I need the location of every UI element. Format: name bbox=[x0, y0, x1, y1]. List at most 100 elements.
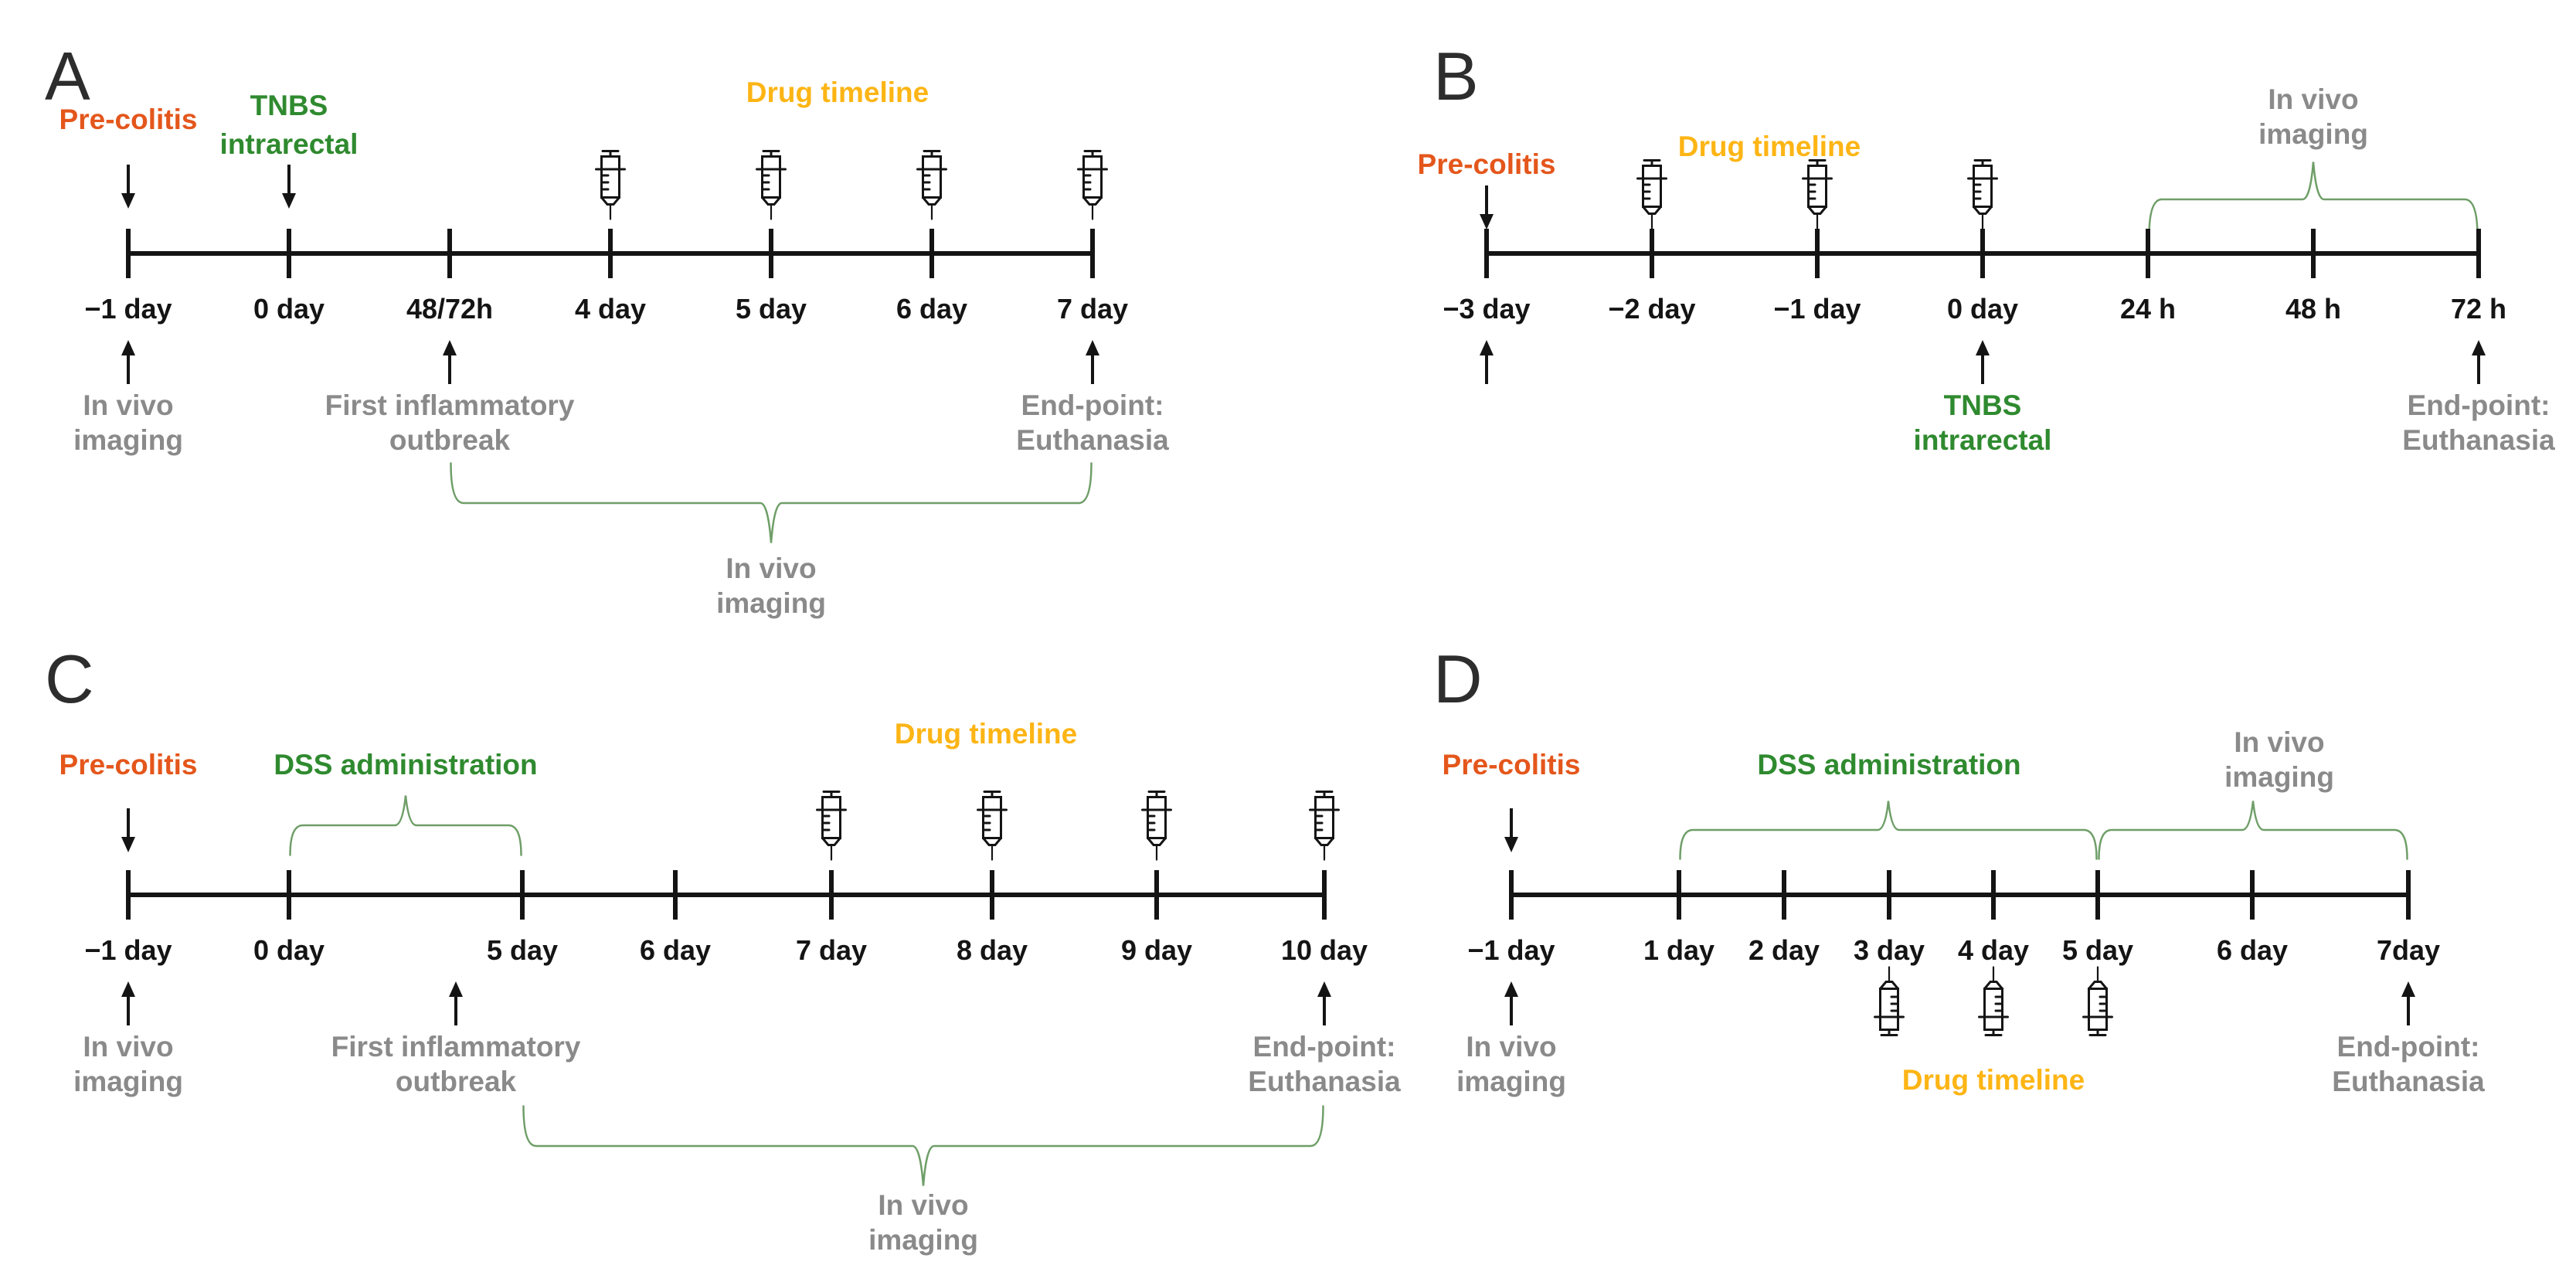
in-vivo-imaging-label: In vivo imaging bbox=[73, 388, 183, 457]
arrow-up-icon bbox=[440, 340, 459, 384]
in-vivo-line1: In vivo bbox=[878, 1189, 969, 1221]
pre-colitis-label: Pre-colitis bbox=[59, 104, 198, 135]
endpoint-line2: Euthanasia bbox=[1248, 1066, 1401, 1097]
timeline-tick bbox=[520, 870, 525, 920]
tick-label: 24 h bbox=[2119, 293, 2177, 325]
timeline-tick bbox=[2095, 870, 2100, 920]
timeline-tick bbox=[829, 870, 834, 920]
timeline-tick bbox=[1509, 870, 1514, 920]
outbreak-line1: First inflammatory bbox=[331, 1031, 581, 1063]
in-vivo-line1: In vivo bbox=[2234, 726, 2325, 758]
outbreak-line1: First inflammatory bbox=[325, 389, 575, 421]
timeline-tick bbox=[2311, 229, 2316, 278]
arrow-up-icon bbox=[1083, 340, 1102, 384]
arrow-down-icon bbox=[119, 165, 138, 209]
tick-label: −1 day bbox=[84, 934, 172, 966]
tick-label: −1 day bbox=[1773, 293, 1861, 325]
syringe-icon bbox=[1874, 966, 1905, 1037]
in-vivo-line2: imaging bbox=[73, 1066, 183, 1097]
in-vivo-imaging-label: In vivo imaging bbox=[1456, 1029, 1566, 1099]
timeline-tick bbox=[1090, 229, 1095, 278]
in-vivo-line2: imaging bbox=[73, 424, 183, 456]
drug-timeline-label: Drug timeline bbox=[746, 77, 929, 108]
tick-label: 8 day bbox=[956, 934, 1028, 966]
syringe-icon bbox=[1967, 158, 1998, 230]
arrow-up-icon bbox=[119, 340, 138, 384]
timeline-axis bbox=[1511, 893, 2408, 897]
in-vivo-line1: In vivo bbox=[83, 389, 174, 421]
in-vivo-line1: In vivo bbox=[726, 553, 817, 584]
curly-brace-icon bbox=[450, 462, 1093, 544]
endpoint-line2: Euthanasia bbox=[2402, 424, 2555, 456]
panel-letter: A bbox=[45, 38, 90, 114]
in-vivo-line1: In vivo bbox=[2268, 83, 2359, 115]
endpoint-line1: End-point: bbox=[2336, 1031, 2480, 1063]
arrow-up-icon bbox=[447, 981, 465, 1025]
tnbs-intrarectal-label: TNBS intrarectal bbox=[1914, 388, 2052, 457]
timeline-tick bbox=[126, 229, 131, 278]
syringe-icon bbox=[1077, 149, 1108, 220]
tick-label: 0 day bbox=[253, 293, 325, 325]
dss-administration-label: DSS administration bbox=[274, 749, 538, 780]
endpoint-line1: End-point: bbox=[2407, 389, 2551, 421]
syringe-icon bbox=[816, 790, 847, 861]
timeline-tick bbox=[2146, 229, 2150, 278]
outbreak-line2: outbreak bbox=[395, 1066, 517, 1097]
tick-label: 2 day bbox=[1748, 934, 1820, 966]
tnbs-line2: intrarectal bbox=[219, 128, 359, 160]
timeline-tick bbox=[1154, 870, 1159, 920]
tick-label: −3 day bbox=[1443, 293, 1531, 325]
curly-brace-icon bbox=[289, 794, 522, 856]
timeline-tick bbox=[1484, 229, 1489, 278]
in-vivo-line2: imaging bbox=[2224, 761, 2334, 793]
endpoint-label: End-point: Euthanasia bbox=[2402, 388, 2554, 457]
timeline-tick bbox=[673, 870, 678, 920]
arrow-up-icon bbox=[1315, 981, 1334, 1025]
syringe-icon bbox=[1636, 158, 1667, 230]
arrow-up-icon bbox=[1477, 340, 1496, 384]
in-vivo-line2: imaging bbox=[868, 1224, 978, 1256]
endpoint-line1: End-point: bbox=[1252, 1031, 1396, 1063]
in-vivo-imaging-label: In vivo imaging bbox=[2224, 725, 2334, 794]
brace-in-vivo-imaging-label: In vivo imaging bbox=[868, 1188, 978, 1257]
in-vivo-line1: In vivo bbox=[1466, 1031, 1557, 1063]
panel-letter: B bbox=[1433, 38, 1479, 114]
in-vivo-imaging-label: In vivo imaging bbox=[73, 1029, 183, 1099]
timeline-tick bbox=[1887, 870, 1891, 920]
endpoint-label: End-point: Euthanasia bbox=[1016, 388, 1168, 457]
syringe-icon bbox=[756, 149, 787, 220]
tnbs-line1: TNBS bbox=[1943, 389, 2022, 421]
curly-brace-icon bbox=[522, 1105, 1324, 1187]
timeline-tick bbox=[608, 229, 613, 278]
timeline-tick bbox=[2406, 870, 2411, 920]
timeline-tick bbox=[1782, 870, 1786, 920]
timeline-tick bbox=[2250, 870, 2255, 920]
tick-label: 3 day bbox=[1853, 934, 1925, 966]
endpoint-label: End-point: Euthanasia bbox=[2332, 1029, 2484, 1099]
outbreak-line2: outbreak bbox=[389, 424, 511, 456]
in-vivo-line2: imaging bbox=[1456, 1066, 1566, 1097]
tick-label: 7day bbox=[2376, 934, 2441, 966]
brace-in-vivo-imaging-label: In vivo imaging bbox=[716, 551, 826, 621]
pre-colitis-label: Pre-colitis bbox=[1442, 749, 1581, 780]
curly-brace-icon bbox=[2148, 161, 2479, 238]
first-outbreak-label: First inflammatory outbreak bbox=[331, 1029, 581, 1099]
timeline-tick bbox=[769, 229, 773, 278]
syringe-icon bbox=[977, 790, 1008, 861]
curly-brace-icon bbox=[2098, 800, 2408, 860]
in-vivo-imaging-label: In vivo imaging bbox=[2258, 82, 2368, 151]
pre-colitis-label: Pre-colitis bbox=[59, 749, 198, 780]
arrow-down-icon bbox=[1477, 185, 1496, 230]
in-vivo-line1: In vivo bbox=[83, 1031, 174, 1063]
syringe-icon bbox=[1141, 790, 1172, 861]
endpoint-line2: Euthanasia bbox=[1016, 424, 1169, 456]
tick-label: −2 day bbox=[1608, 293, 1696, 325]
timeline-tick bbox=[1677, 870, 1681, 920]
tick-label: −1 day bbox=[1467, 934, 1555, 966]
in-vivo-line2: imaging bbox=[716, 587, 826, 619]
arrow-up-icon bbox=[1973, 340, 1992, 384]
syringe-icon bbox=[1802, 158, 1833, 230]
tick-label: 4 day bbox=[574, 293, 647, 325]
panel-letter: C bbox=[45, 641, 94, 717]
tnbs-line1: TNBS bbox=[250, 90, 328, 121]
